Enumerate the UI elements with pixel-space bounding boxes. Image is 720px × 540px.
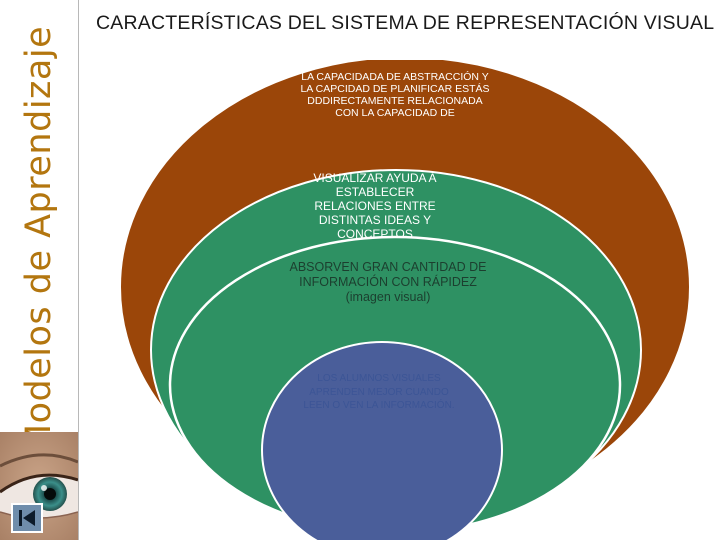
ring-inner-blue: [261, 341, 503, 540]
slide-title: CARACTERÍSTICAS DEL SISTEMA DE REPRESENT…: [96, 12, 715, 34]
sidebar-divider: [78, 0, 79, 540]
first-slide-button[interactable]: [11, 503, 43, 533]
ring-text-outer: LA CAPACIDADA DE ABSTRACCIÓN Y LA CAPCID…: [300, 71, 490, 119]
ring-text-blue: LOS ALUMNOS VISUALES APRENDEN MEJOR CUAN…: [303, 373, 455, 411]
vertical-title: Modelos de Aprendizaje: [19, 25, 59, 455]
ring-text-green: ABSORVEN GRAN CANTIDAD DE INFORMACIÓN CO…: [289, 260, 487, 304]
sidebar: Modelos de Aprendizaje: [0, 0, 78, 540]
first-slide-icon: [19, 510, 35, 526]
nested-ellipse-diagram: [119, 60, 691, 540]
ring-text-middle: VISUALIZAR AYUDA A ESTABLECER RELACIONES…: [313, 171, 437, 241]
